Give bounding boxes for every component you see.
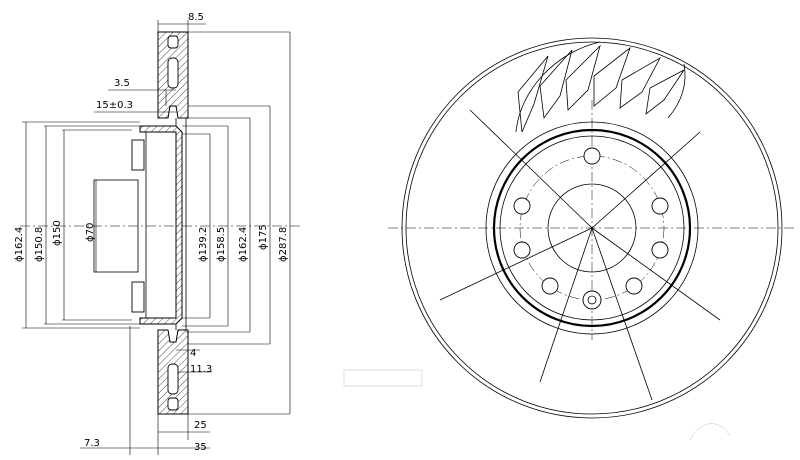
- bolt-hole: [513, 241, 531, 259]
- bolt-hole: [541, 277, 559, 295]
- label-dia-162-4-left: ϕ162.4: [14, 227, 25, 262]
- label-dia-287-8: ϕ287.8: [278, 227, 289, 262]
- vent-slot-lower: [167, 363, 179, 395]
- label-dia-70: ϕ70: [85, 223, 96, 242]
- vent-slot-upper: [167, 57, 179, 89]
- label-dia-158-5: ϕ158.5: [216, 227, 227, 262]
- label-dia-139-2: ϕ139.2: [198, 227, 209, 262]
- bolt-hole: [651, 197, 669, 215]
- label-dia-175: ϕ175: [258, 224, 269, 250]
- bolt-hole: [625, 277, 643, 295]
- label-35: 35: [194, 442, 207, 453]
- label-8-5: 8.5: [188, 12, 204, 23]
- label-15-0-3: 15±0.3: [96, 100, 133, 111]
- locating-screw-hole: [582, 290, 602, 310]
- bolt-hole: [513, 197, 531, 215]
- cooling-vanes: [515, 41, 686, 133]
- label-dia-150: ϕ150: [52, 220, 63, 246]
- label-dia-162-4-right: ϕ162.4: [238, 227, 249, 262]
- label-7-3: 7.3: [84, 438, 100, 449]
- label-3-5: 3.5: [114, 78, 130, 89]
- front-view: [343, 37, 796, 441]
- label-dia-150-8: ϕ150.8: [34, 227, 45, 262]
- bolt-hole: [583, 147, 601, 165]
- cross-section-view: 8.5 3.5 15±0.3 ϕ162.4 ϕ150.8 ϕ150 ϕ70 ϕ1…: [14, 12, 300, 455]
- label-11-3: 11.3: [190, 364, 212, 375]
- label-25: 25: [194, 420, 207, 431]
- label-4: 4: [190, 348, 196, 359]
- bolt-hole: [651, 241, 669, 259]
